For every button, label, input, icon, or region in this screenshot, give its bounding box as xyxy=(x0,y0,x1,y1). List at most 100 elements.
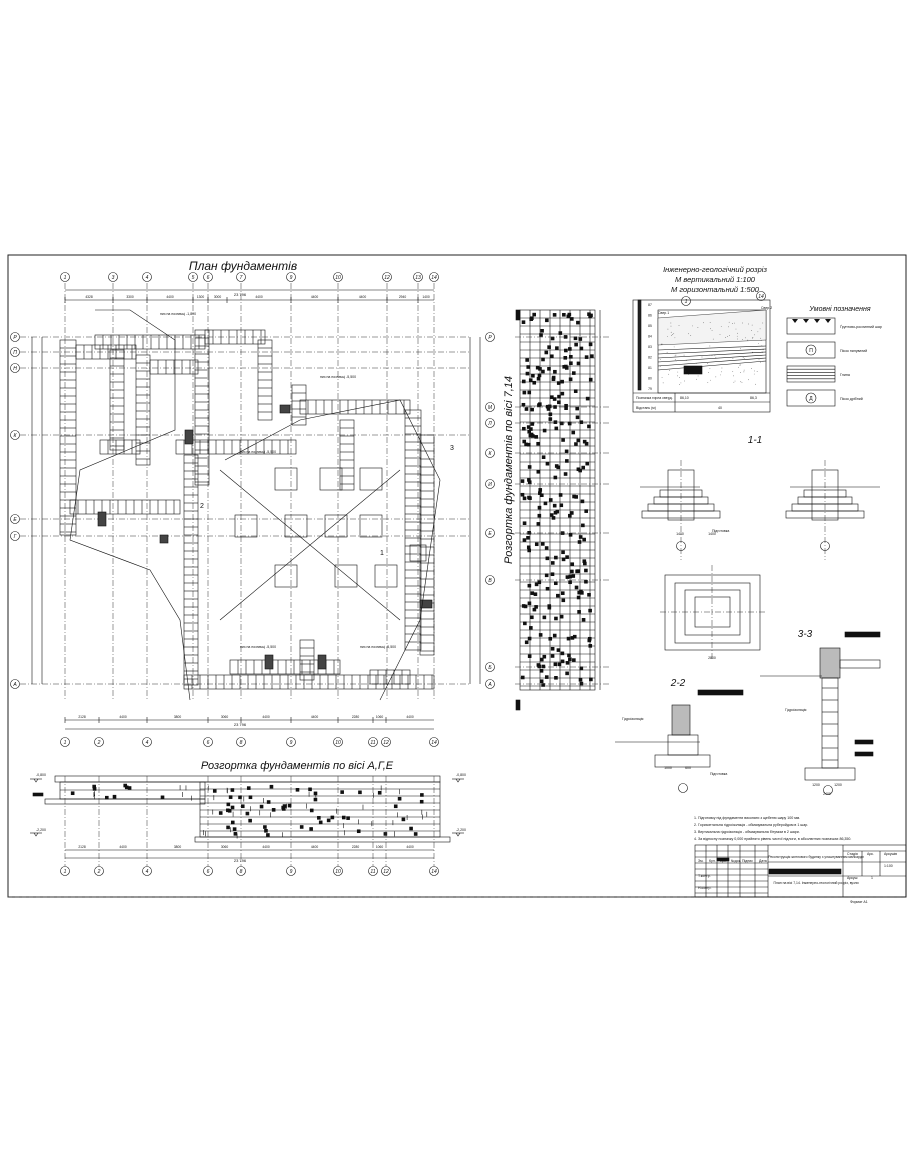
sand-dot xyxy=(740,381,742,383)
masonry-block xyxy=(356,829,361,834)
axis-right xyxy=(485,332,495,342)
masonry-block xyxy=(564,449,569,454)
masonry-block xyxy=(558,331,563,335)
masonry-block xyxy=(548,417,553,421)
foundation-strip xyxy=(59,339,77,536)
masonry-block xyxy=(552,503,557,508)
masonry-block xyxy=(568,533,573,537)
sand-dot xyxy=(752,351,753,353)
column-pad xyxy=(334,564,358,588)
sand-dot xyxy=(752,337,754,338)
column-pad xyxy=(374,564,398,588)
masonry-block xyxy=(543,501,548,506)
masonry-block xyxy=(567,421,572,426)
sand-dot xyxy=(666,351,668,353)
masonry-block xyxy=(313,797,318,802)
top-dim: 4400 xyxy=(255,295,263,299)
masonry-block xyxy=(568,657,572,662)
tb-sheet-title: План на вісі 7,14. Інженерно-геологічний… xyxy=(773,881,858,885)
unfold-footing xyxy=(44,798,206,805)
wall-3-3-blocks xyxy=(821,677,839,769)
axis-right-label: Л xyxy=(487,421,492,427)
masonry-block xyxy=(536,522,541,526)
masonry-block xyxy=(522,390,527,395)
tb-header: Кул. xyxy=(709,859,716,863)
sand-dot xyxy=(670,335,672,336)
masonry-block xyxy=(522,439,527,444)
geo-axis xyxy=(681,296,691,306)
axis-right-label: В xyxy=(488,578,492,584)
masonry-block xyxy=(358,790,362,795)
axis-top xyxy=(413,272,423,282)
elevation-label: 87 xyxy=(648,303,652,307)
sand-dot xyxy=(710,379,711,381)
axis-left-label: Е xyxy=(13,517,17,523)
sand-dot xyxy=(720,371,722,373)
unfold-dim: 2128 xyxy=(78,845,86,849)
masonry-block xyxy=(552,397,557,401)
masonry-block xyxy=(534,435,539,439)
footing-3-3 xyxy=(804,767,856,781)
label-bar xyxy=(854,751,874,757)
masonry-block xyxy=(520,675,525,680)
masonry-block xyxy=(581,523,585,528)
masonry-block xyxy=(568,580,572,585)
masonry-block xyxy=(553,510,558,515)
sand-dot xyxy=(742,357,744,358)
sand-dot xyxy=(732,323,733,324)
axis-top-label: 14 xyxy=(431,275,437,281)
masonry-block xyxy=(568,347,572,351)
masonry-block xyxy=(539,333,543,337)
foundation-strip xyxy=(109,349,125,451)
masonry-block xyxy=(326,818,331,823)
masonry-block xyxy=(579,681,584,686)
sand-dot xyxy=(670,325,672,327)
masonry-block xyxy=(547,604,552,608)
masonry-block xyxy=(584,579,588,584)
sand-dot xyxy=(662,382,664,384)
sand-dot xyxy=(677,375,678,377)
axis-bottom-label: 4 xyxy=(146,740,149,746)
axis-bubble xyxy=(823,785,833,795)
masonry-block xyxy=(584,355,589,359)
masonry-block xyxy=(554,426,559,431)
axis-top-label: 7 xyxy=(240,275,243,281)
level-arrow xyxy=(33,832,39,837)
axis-right xyxy=(485,662,495,672)
soil-profile xyxy=(657,309,767,394)
axis-left-label: Р xyxy=(13,335,17,341)
sand-dot xyxy=(728,321,730,323)
tb-header: Підпис xyxy=(742,859,753,863)
unfold-axis-label: 1 xyxy=(64,869,67,875)
masonry-block xyxy=(560,591,565,595)
masonry-block xyxy=(576,361,581,366)
sand-dot xyxy=(667,328,669,330)
masonry-block xyxy=(397,796,402,801)
sand-dot xyxy=(735,328,737,330)
sand-dot xyxy=(701,356,703,358)
masonry-block xyxy=(520,479,525,483)
geo-scale-v: М вертикальний 1:100 xyxy=(675,275,756,284)
section-label: Підготовка xyxy=(712,529,729,533)
axis-top xyxy=(333,272,343,282)
axis-top-label: 9 xyxy=(290,275,293,281)
masonry-block xyxy=(553,475,558,480)
sand-dot xyxy=(728,326,729,328)
masonry-block xyxy=(545,318,549,323)
masonry-block xyxy=(544,350,549,355)
axis-top xyxy=(382,272,392,282)
column-pad xyxy=(234,514,258,538)
sand-dot xyxy=(762,322,764,324)
foundation-strip xyxy=(175,439,297,455)
tb-bar xyxy=(768,868,842,875)
bottom-dim: 4400 xyxy=(311,715,319,719)
masonry-block xyxy=(346,816,350,820)
axis-top xyxy=(203,272,213,282)
masonry-block xyxy=(340,790,344,794)
tb-sheets: Аркушів xyxy=(884,852,897,856)
masonry-block xyxy=(576,595,581,600)
masonry-block xyxy=(537,373,542,378)
axis-left-label: Н xyxy=(13,366,17,372)
masonry-block xyxy=(246,786,251,790)
geo-row1-value: 86,10 xyxy=(680,396,689,400)
